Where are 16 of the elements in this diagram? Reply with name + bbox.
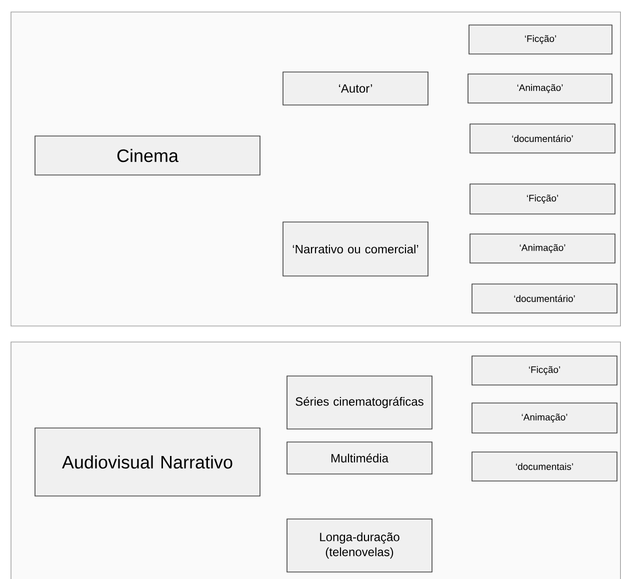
category-box: ‘Animação’	[468, 74, 612, 104]
category-box: ‘Animação’	[470, 234, 616, 264]
category-box: ‘Ficção’	[470, 184, 616, 214]
category-box: ‘Ficção’	[468, 24, 612, 54]
category-box: Séries cinematográficas	[286, 376, 432, 430]
category-box: Multimédia	[286, 442, 432, 474]
category-box: ‘Narrativo ou comercial’	[282, 222, 428, 276]
category-box: Audiovisual Narrativo	[34, 428, 260, 496]
category-box: ‘Autor’	[282, 72, 428, 106]
category-box: ‘documentais’	[472, 452, 618, 482]
category-box: ‘documentário’	[472, 284, 618, 314]
category-box: Cinema	[34, 136, 260, 176]
category-box: Longa-duração (telenovelas)	[286, 518, 432, 572]
category-box: ‘Ficção’	[472, 356, 618, 386]
category-box: ‘documentário’	[470, 124, 616, 154]
category-box: ‘Animação’	[472, 402, 618, 434]
